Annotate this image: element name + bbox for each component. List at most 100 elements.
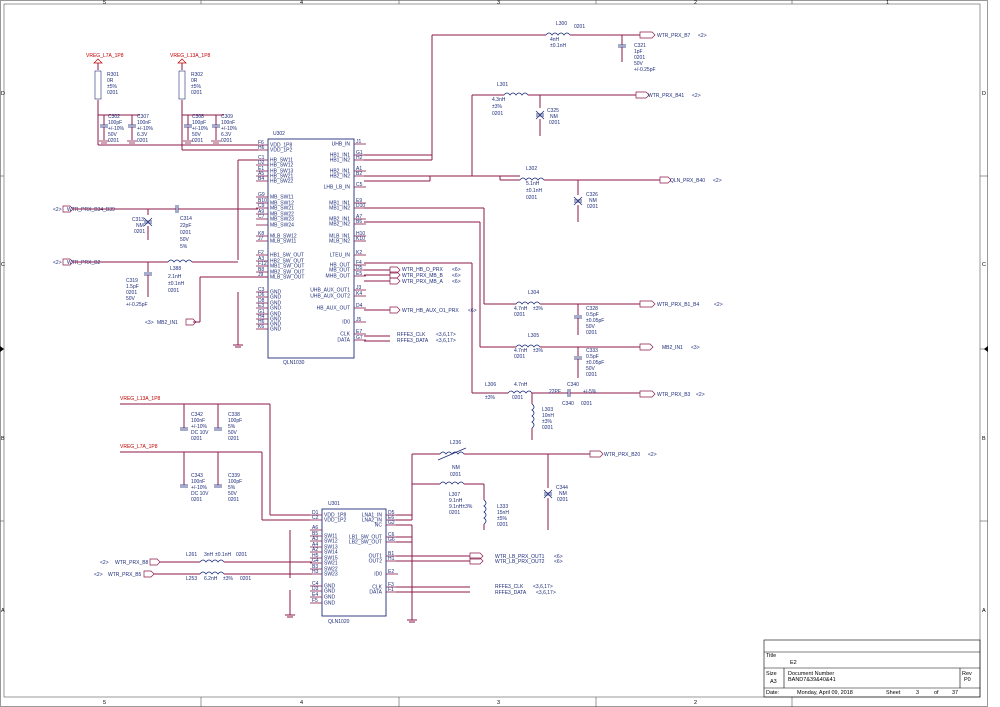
svg-text:100nF: 100nF (191, 479, 205, 485)
u302-part: QLN1030 (283, 360, 305, 366)
u302-pin-name: MB2_IN2 (329, 222, 350, 228)
u302-pin-num: A9 (258, 209, 264, 215)
u302-ref: U302 (273, 131, 285, 137)
u302-pin-name: MB_SW24 (270, 223, 294, 229)
title-block: Title E2 Size A3 Document Number BAND7&3… (763, 639, 981, 698)
svg-text:0R: 0R (191, 78, 198, 84)
row-label-d: D (1, 91, 5, 97)
svg-text:WTR_LB_PRX_OUT2: WTR_LB_PRX_OUT2 (495, 559, 545, 565)
sheet-value: 3 (916, 690, 919, 696)
u302-pin-num: J9 (258, 272, 264, 278)
title-label: Title (766, 653, 776, 659)
svg-text:1pF: 1pF (634, 49, 643, 55)
svg-text:50V: 50V (180, 237, 190, 243)
u302-pin-name: MB1_SW_OUT (270, 264, 304, 270)
c309-capacitor: C309 100nF +/-10% 6.3V 0201 (212, 114, 238, 144)
svg-text:0201: 0201 (228, 497, 239, 503)
row-label-a-r: A (982, 608, 986, 614)
u302-pin-name: MLB_SW_OUT (270, 275, 304, 281)
svg-text:DC 10V: DC 10V (191, 491, 209, 497)
u301-pin-name: CLK (372, 585, 382, 591)
u302-pin-num: B4 (258, 176, 264, 182)
svg-text:L301: L301 (497, 82, 508, 88)
svg-text:0201: 0201 (587, 204, 598, 210)
u302-pin-num: H10 (356, 231, 365, 237)
u301-pin-name: OUT2 (369, 559, 383, 565)
u302-pin-num: J1 (356, 139, 362, 145)
u301-pin-name: GND (324, 589, 336, 595)
u302-pin-name: GND (270, 301, 282, 307)
svg-text:±0.1nH: ±0.1nH (526, 188, 542, 194)
svg-text:6.3V: 6.3V (221, 132, 232, 138)
svg-text:±0.05pF: ±0.05pF (586, 360, 604, 366)
u302-pin-name: HB_AUX_OUT (317, 306, 350, 312)
u302-pin-num: D8 (258, 298, 265, 304)
u302-pin-name: MB_SW23 (270, 217, 294, 223)
u301-pin-num: G6 (388, 537, 395, 543)
col-label-5: 5 (103, 0, 106, 6)
u302-pin-num: C1 (258, 155, 265, 161)
svg-text:C307: C307 (137, 114, 149, 120)
u302-pin-num: F6 (258, 140, 264, 146)
u302-pin-num: B10 (258, 198, 267, 204)
svg-text:L302: L302 (526, 166, 537, 172)
u302-pin-num: F12 (258, 261, 267, 267)
u302-pin-num: E1 (258, 166, 264, 172)
u302-pin-num: B8 (258, 267, 264, 273)
u301-pin-name: SW22 (324, 567, 338, 573)
svg-text:<6>: <6> (452, 279, 461, 285)
u301-pin-num: C6 (388, 532, 395, 538)
svg-text:RFFE3_DATA: RFFE3_DATA (397, 338, 429, 344)
b8-b5-inputs: <2> WTR_PRX_B8 <2> WTR_PRX_B5 L261 3nH ±… (94, 552, 312, 582)
row-label-d-r: D (982, 91, 986, 97)
svg-text:0201: 0201 (191, 90, 202, 96)
svg-text:10nH: 10nH (542, 413, 554, 419)
svg-text:L306: L306 (485, 382, 496, 388)
svg-text:<6>: <6> (452, 273, 461, 279)
u302-pin-name: VDD_1P2 (270, 148, 292, 154)
u302-pin-num: H4 (258, 314, 265, 320)
u301-pin-num: C2 (312, 515, 319, 521)
col-label-4: 4 (300, 0, 303, 6)
u302-pin-num: D4 (356, 303, 363, 309)
u302-pin-num: E7 (356, 329, 362, 335)
u301-pin-num: D1 (312, 510, 319, 516)
svg-text:0201: 0201 (108, 138, 119, 144)
u301-pin-num: F5 (312, 598, 318, 604)
svg-text:RFFE3_CLK: RFFE3_CLK (495, 584, 524, 590)
svg-text:L307: L307 (449, 492, 460, 498)
u302-pin-name: GND (270, 322, 282, 328)
u301-pin-num: F1 (388, 587, 394, 593)
u302-pin-name: MB_SW12 (270, 201, 294, 207)
svg-text:5%: 5% (228, 424, 236, 430)
svg-text:WTR_LB_PRX_OUT1: WTR_LB_PRX_OUT1 (495, 554, 545, 560)
svg-text:C308: C308 (192, 114, 204, 120)
svg-text:±3%: ±3% (223, 576, 234, 582)
svg-text:C333: C333 (586, 348, 598, 354)
u302-pin-num: K6 (258, 324, 264, 330)
svg-text:C338: C338 (228, 412, 240, 418)
wtr-prx-b2-label: WTR_PRX_B2 (67, 260, 101, 266)
svg-text:0201: 0201 (512, 395, 523, 401)
wtr-prx-b41-label: WTR_PRX_B41 (648, 93, 684, 99)
svg-text:50V: 50V (192, 132, 202, 138)
u302-pin-num: B2 (356, 171, 362, 177)
svg-text:0201: 0201 (137, 138, 148, 144)
u302-pin-name: MB1_IN1 (329, 201, 350, 207)
svg-text:±3%: ±3% (533, 348, 544, 354)
svg-text:0201: 0201 (634, 55, 645, 61)
svg-text:C328: C328 (586, 306, 598, 312)
svg-text:NM: NM (452, 465, 460, 471)
col-label-3b: 3 (497, 700, 500, 706)
u302-pin-num: J7 (258, 236, 264, 242)
u302-pin-name: UHB_IN (332, 142, 351, 148)
svg-text:0201: 0201 (557, 497, 568, 503)
svg-text:±3%: ±3% (533, 306, 544, 312)
svg-text:0.5pF: 0.5pF (586, 354, 599, 360)
svg-text:<3>: <3> (691, 345, 700, 351)
svg-text:9.1nH±3%: 9.1nH±3% (449, 504, 473, 510)
b2-input: <2> WTR_PRX_B2 C319 1.5pF 0201 50V +/-0.… (53, 258, 238, 308)
